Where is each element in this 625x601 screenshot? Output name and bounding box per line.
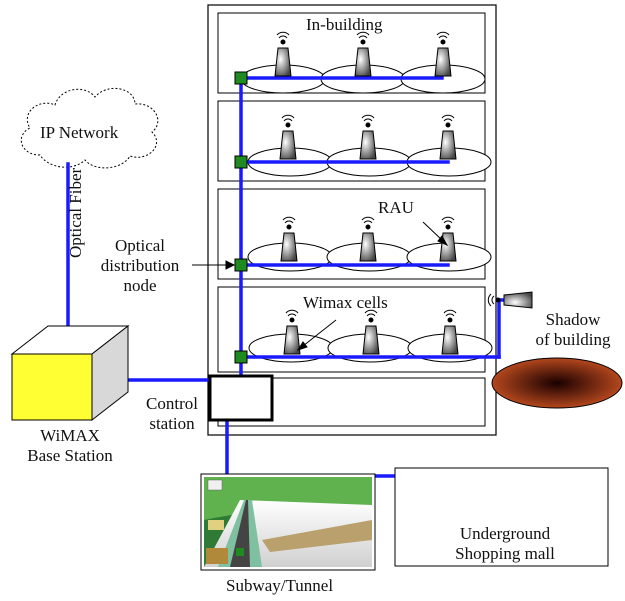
antenna-icon — [354, 31, 372, 77]
rau-label: RAU — [378, 198, 414, 217]
wimax-cells-label: Wimax cells — [303, 293, 388, 312]
control-station — [208, 374, 274, 422]
underground-mall — [394, 467, 609, 567]
optical-distribution-nodes — [234, 71, 248, 364]
wimax-base-station — [10, 324, 130, 422]
shadow-of-building-label: Shadow of building — [535, 310, 611, 349]
antenna-icon — [439, 114, 457, 160]
antenna-icon — [283, 309, 301, 355]
in-building-label: In-building — [306, 15, 383, 34]
subway-tunnel-label: Subway/Tunnel — [226, 576, 334, 595]
building — [207, 4, 497, 436]
subway-tunnel-image — [200, 473, 376, 571]
antenna-icon — [434, 31, 452, 77]
antenna-icon — [274, 31, 292, 77]
antenna-icon — [359, 216, 377, 262]
optical-fiber-label: Optical Fiber — [66, 167, 85, 258]
shadow-region — [491, 357, 623, 409]
annotation-arrows — [192, 221, 449, 351]
antenna-icon — [280, 216, 298, 262]
wimax-cell-ellipses — [240, 64, 493, 363]
ip-network-cloud — [20, 87, 159, 169]
antenna-icon — [441, 309, 459, 355]
optical-distribution-node-label: Optical distribution node — [100, 236, 180, 295]
antenna-icon — [362, 309, 380, 355]
ip-network-label: IP Network — [40, 123, 119, 142]
wimax-base-station-label: WiMAX Base Station — [27, 426, 113, 465]
antenna-icon — [359, 114, 377, 160]
underground-shopping-mall-label: Underground Shopping mall — [455, 524, 555, 563]
antenna-icon — [487, 291, 533, 309]
antenna-icon — [279, 114, 297, 160]
control-station-label: Control station — [146, 394, 198, 433]
